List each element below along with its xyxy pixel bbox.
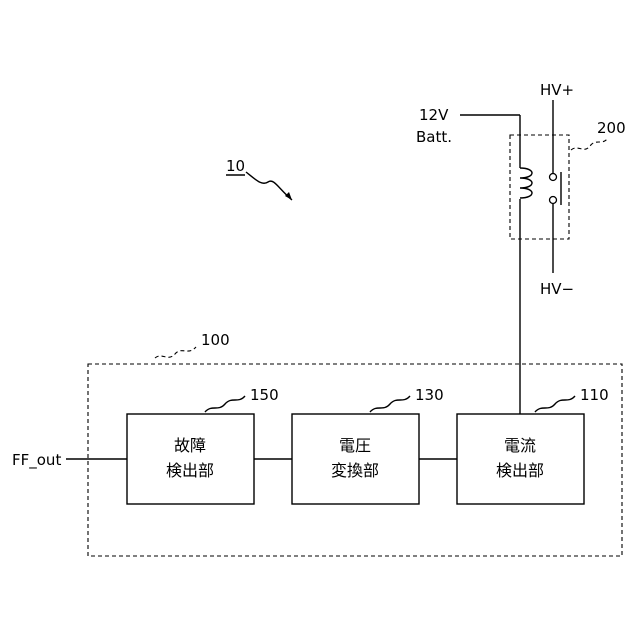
current-detection-label-2: 検出部	[496, 461, 544, 480]
hv-plus-label: HV+	[540, 81, 574, 99]
output-signal-label: FF_out	[12, 451, 61, 470]
hv-minus-label: HV−	[540, 280, 574, 298]
supply-battery-label: Batt.	[416, 128, 452, 146]
fault-detection-block	[127, 414, 254, 504]
current-detection-leader	[535, 396, 575, 412]
current-detection-ref: 110	[580, 386, 609, 404]
figure-ref-leader	[246, 172, 292, 200]
relay-ref-leader	[571, 138, 608, 150]
relay-boundary	[510, 135, 569, 239]
current-detection-label-1: 電流	[504, 436, 536, 455]
relay-ref-label: 200	[597, 119, 626, 137]
figure-ref-label: 10	[226, 157, 245, 175]
figure-ref-arrowhead	[285, 192, 292, 200]
voltage-converter-ref: 130	[415, 386, 444, 404]
fault-detection-label-1: 故障	[174, 436, 206, 455]
module-ref-label: 100	[201, 331, 230, 349]
voltage-converter-block	[292, 414, 419, 504]
fault-detection-label-2: 検出部	[166, 461, 214, 480]
voltage-converter-label-1: 電圧	[339, 436, 371, 455]
module-ref-leader	[155, 347, 196, 358]
relay-contact-bottom	[550, 197, 557, 204]
relay-contact-top	[550, 174, 557, 181]
relay-coil	[520, 168, 532, 198]
fault-detection-ref: 150	[250, 386, 279, 404]
supply-voltage-label: 12V	[419, 106, 449, 124]
voltage-converter-leader	[370, 396, 410, 412]
fault-detection-leader	[205, 396, 245, 412]
module-boundary	[88, 364, 622, 556]
current-detection-block	[457, 414, 584, 504]
voltage-converter-label-2: 変換部	[331, 461, 379, 480]
